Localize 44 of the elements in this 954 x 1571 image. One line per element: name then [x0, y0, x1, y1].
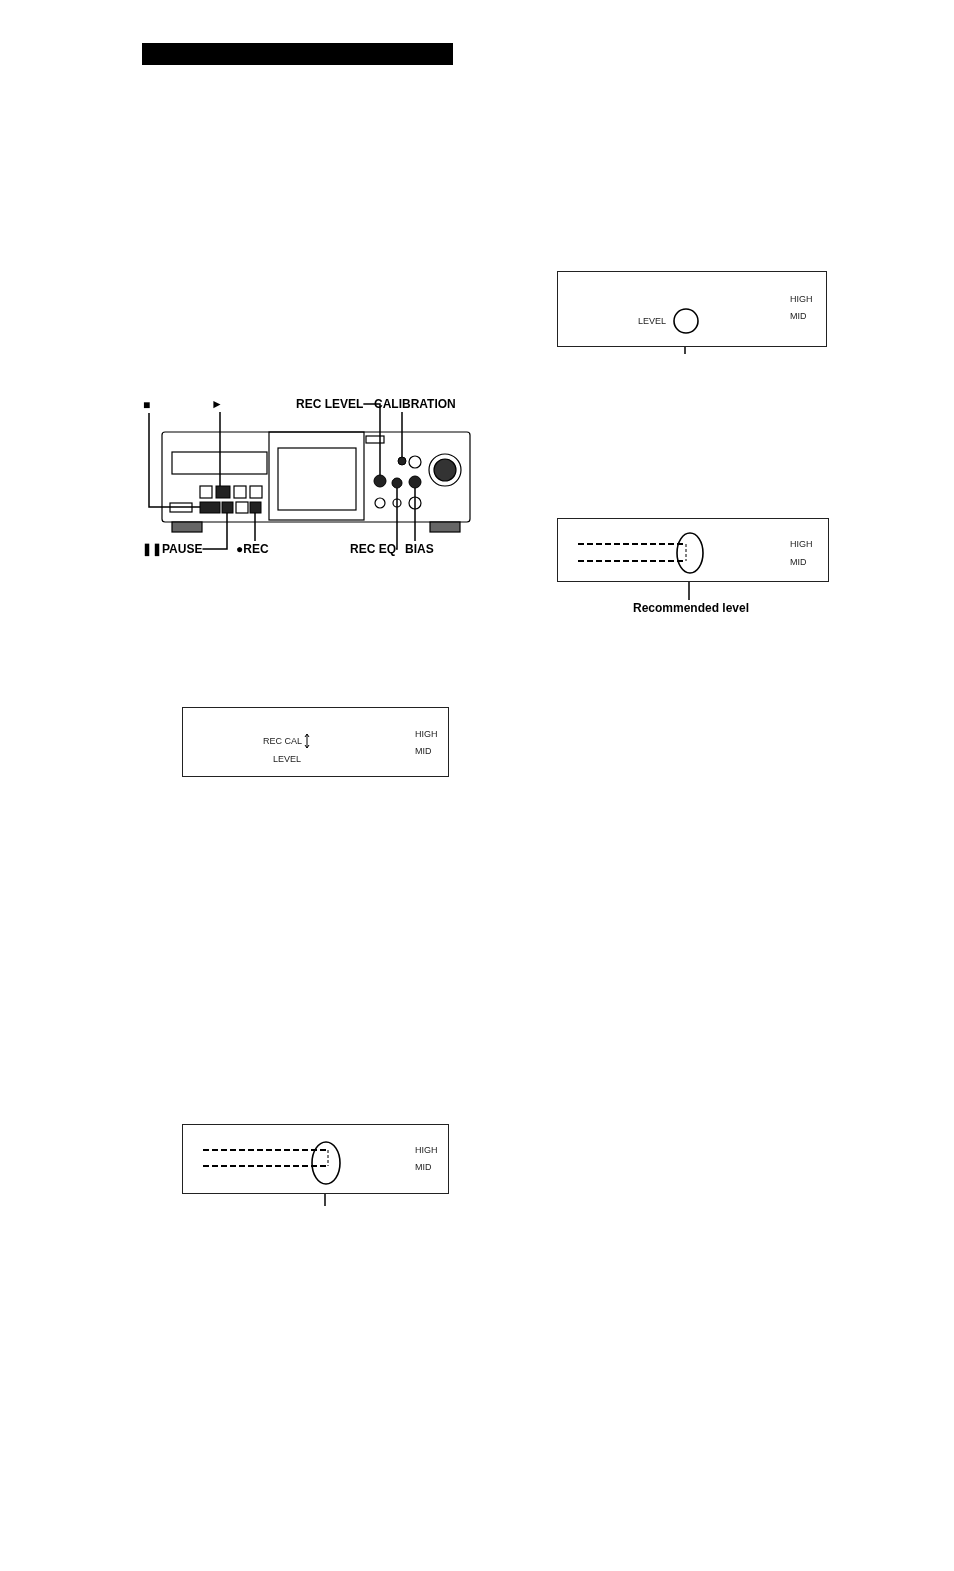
- control-label: BIAS: [405, 541, 434, 557]
- leader-line: [362, 403, 381, 476]
- rec-level-knob: [373, 474, 387, 488]
- display-panel: [557, 271, 827, 347]
- stop-symbol-label: ■: [143, 397, 151, 413]
- control-label: REC EQ: [350, 541, 396, 557]
- highlight-ellipse: [673, 308, 699, 334]
- rec-eq-knob: [391, 477, 403, 489]
- callout-text: Recommended level: [633, 600, 750, 616]
- display-text: REC CAL: [263, 736, 302, 746]
- play-symbol-label: ►: [211, 396, 223, 412]
- display-panel: [557, 518, 829, 582]
- display-text: MID: [415, 1162, 432, 1172]
- display-panel: [182, 707, 449, 777]
- leader-line: [148, 412, 201, 508]
- pause-button: [221, 501, 234, 514]
- control-label: CALIBRATION: [374, 396, 456, 412]
- display-text: MID: [790, 311, 807, 321]
- leader-line: [254, 512, 256, 542]
- control-label: REC LEVEL: [296, 396, 364, 412]
- stop-button: [199, 501, 221, 514]
- leader-line: [395, 487, 398, 550]
- rec-button: [249, 501, 262, 514]
- display-text: HIGH: [415, 729, 438, 739]
- leader-line: [201, 512, 228, 550]
- display-text: LEVEL: [273, 754, 302, 764]
- display-panel: [182, 1124, 449, 1194]
- highlight-ellipse: [311, 1141, 341, 1185]
- display-text: MID: [790, 557, 807, 567]
- bias-knob: [408, 475, 422, 489]
- control-label: ❚❚PAUSE: [142, 541, 203, 557]
- display-text: HIGH: [790, 294, 813, 304]
- leader-line: [401, 411, 403, 458]
- heading-bar: [142, 43, 453, 65]
- highlight-ellipse: [676, 532, 704, 574]
- play-button: [215, 485, 231, 499]
- display-text: LEVEL: [638, 316, 667, 326]
- display-text: HIGH: [415, 1145, 438, 1155]
- leader-line: [414, 487, 416, 542]
- control-label: ●REC: [236, 541, 269, 557]
- display-text: MID: [415, 746, 432, 756]
- display-text: HIGH: [790, 539, 813, 549]
- leader-line: [219, 411, 221, 487]
- calibration-button: [397, 456, 407, 466]
